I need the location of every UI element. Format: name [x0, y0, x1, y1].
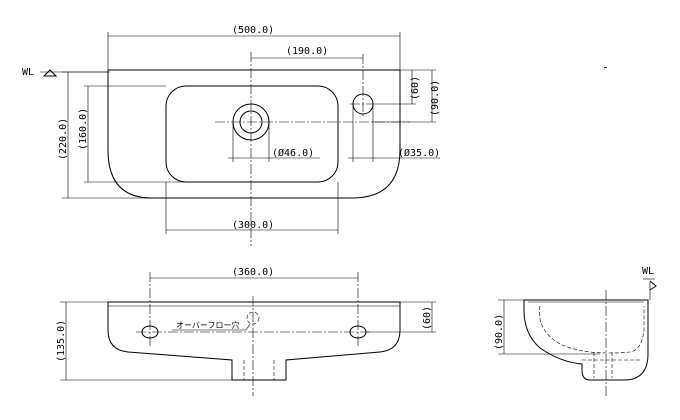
dim-tap-90: (90.0): [430, 80, 441, 116]
dim-side-height-90: (90.0): [494, 314, 505, 350]
dim-depth-220: (220.0): [58, 118, 69, 160]
dim-height-135: (135.0): [56, 320, 67, 362]
bowl-inner-hidden: [539, 305, 645, 354]
top-view: WL (500.0) (190.0) (220.0): [22, 25, 441, 246]
basin-outline-front: [107, 301, 401, 381]
basin-outline-top: [107, 70, 401, 199]
dim-mount-spacing: (360.0): [232, 267, 274, 278]
side-wl-label: WL: [642, 266, 654, 277]
dim-drain-diameter: (Ø46.0): [272, 147, 314, 159]
dim-faucet-offset: (190.0): [286, 46, 328, 57]
basin-outline-side: [523, 299, 649, 381]
side-view: WL (90.0): [494, 266, 657, 396]
stray-mark: [604, 67, 607, 68]
wl-triangle-icon: [42, 69, 58, 77]
front-view: (360.0) オーバーフロー穴 (135.0) (60): [56, 267, 436, 396]
dim-tap-60: (60): [410, 76, 421, 100]
dim-tap-diameter: (Ø35.0): [398, 147, 440, 159]
top-wl-label: WL: [22, 67, 34, 78]
dim-height-60: (60): [422, 306, 433, 330]
dim-overall-width: (500.0): [232, 25, 274, 36]
wl-triangle-side-icon: [649, 280, 657, 291]
bowl-opening: [165, 85, 339, 183]
dim-bowl-160: (160.0): [78, 108, 89, 150]
overflow-note: オーバーフロー穴: [176, 320, 239, 330]
dim-bowl-width: (300.0): [232, 220, 274, 231]
